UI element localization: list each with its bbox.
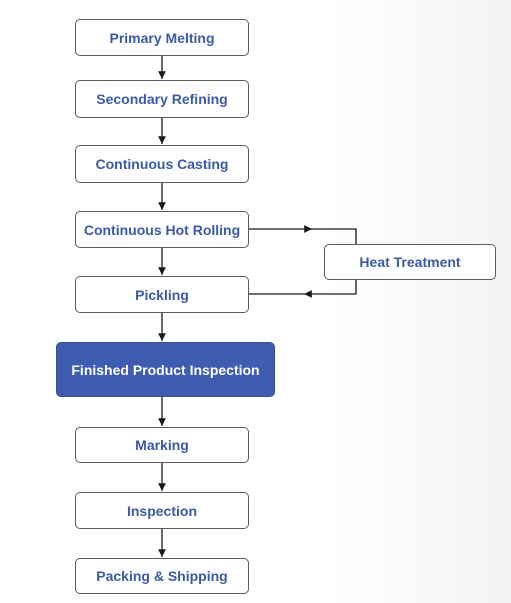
line-heat-treatment-branch: [310, 228, 357, 244]
step-finished-product-inspection: Finished Product Inspection: [56, 342, 275, 397]
step-packing-shipping: Packing & Shipping: [75, 558, 249, 594]
step-continuous-hot-rolling: Continuous Hot Rolling: [75, 211, 249, 248]
step-primary-melting: Primary Melting: [75, 19, 249, 56]
step-continuous-casting: Continuous Casting: [75, 145, 249, 183]
step-marking: Marking: [75, 427, 249, 463]
step-heat-treatment: Heat Treatment: [324, 244, 496, 280]
step-inspection: Inspection: [75, 492, 249, 529]
arrow-heat-treatment-to-pickling: [304, 280, 357, 298]
step-pickling: Pickling: [75, 276, 249, 313]
step-secondary-refining: Secondary Refining: [75, 80, 249, 118]
